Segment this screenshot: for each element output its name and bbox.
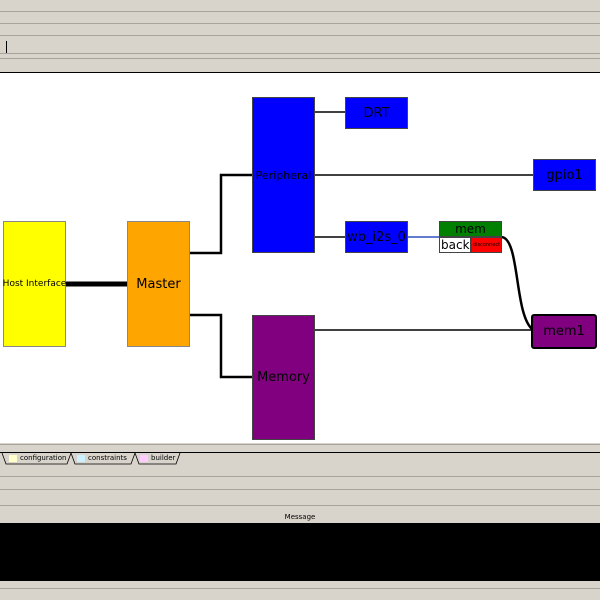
host-interface-label: Host Interface	[2, 279, 67, 289]
host-interface-block[interactable]: Host Interface	[3, 221, 66, 347]
master-block[interactable]: Master	[127, 221, 190, 347]
toolbar-divider	[0, 23, 600, 24]
gpio1-block[interactable]: gpio1	[533, 159, 596, 191]
panel-divider	[0, 444, 600, 445]
panel-divider	[0, 476, 600, 477]
message-console[interactable]	[0, 523, 600, 581]
constraints-tab-icon	[77, 455, 85, 462]
bus-master-memory	[190, 313, 252, 379]
connection-lines	[65, 111, 533, 379]
bus-master-peripheral	[190, 173, 252, 255]
memory-block[interactable]: Memory	[252, 315, 315, 440]
tab-constraints[interactable]: constraints	[70, 452, 135, 465]
disconnect-label: disconnect	[472, 242, 501, 248]
link-mem-mem1	[500, 235, 533, 330]
tab-builder-label: builder	[151, 454, 176, 462]
wb-i2s-0-label: wb_i2s_0	[347, 229, 406, 245]
tab-bar-outline	[0, 452, 600, 465]
peripheral-block[interactable]: Peripheral	[252, 97, 315, 253]
drt-label: DRT	[363, 105, 390, 121]
disconnect-button[interactable]: disconnect	[471, 237, 502, 253]
back-port-button[interactable]: back	[439, 237, 471, 253]
peripheral-label: Peripheral	[255, 168, 312, 182]
configuration-tab-icon	[9, 455, 17, 462]
canvas-border	[0, 72, 600, 73]
tab-configuration[interactable]: configuration	[2, 452, 72, 465]
panel-divider	[0, 505, 600, 506]
message-label: Message	[284, 513, 316, 521]
wb-i2s-0-block[interactable]: wb_i2s_0	[345, 221, 408, 253]
builder-tab-icon	[140, 455, 148, 462]
tab-bar: configuration constraints builder	[0, 452, 600, 466]
text-cursor	[6, 41, 7, 53]
tab-builder[interactable]: builder	[133, 452, 181, 465]
tab-constraints-label: constraints	[88, 454, 127, 462]
mem-port-header[interactable]: mem	[439, 221, 502, 237]
gpio1-label: gpio1	[546, 167, 583, 183]
drt-block[interactable]: DRT	[345, 97, 408, 129]
panel-divider	[0, 489, 600, 490]
memory-label: Memory	[257, 370, 310, 385]
status-divider	[0, 588, 600, 589]
toolbar-divider	[0, 58, 600, 59]
toolbar-divider	[0, 35, 600, 36]
back-port-label: back	[441, 238, 470, 252]
mem1-block[interactable]: mem1	[531, 314, 597, 349]
diagram-canvas[interactable]: Host Interface Master Peripheral Memory …	[0, 73, 600, 443]
tab-configuration-label: configuration	[20, 454, 67, 462]
mem1-label: mem1	[543, 324, 585, 339]
mem-port-label: mem	[455, 222, 486, 236]
toolbar-divider	[0, 53, 600, 54]
master-label: Master	[136, 276, 181, 292]
toolbar-divider	[0, 11, 600, 12]
